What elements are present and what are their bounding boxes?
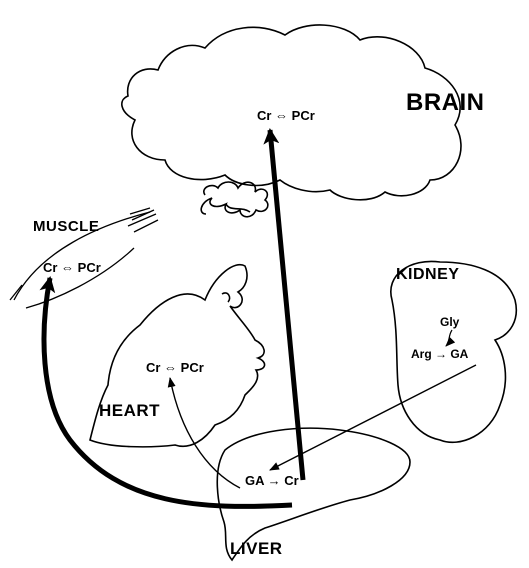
- muscle-label: MUSCLE: [33, 219, 99, 234]
- kidney-to-liver-arrow: [270, 365, 476, 470]
- brain-reaction: Cr ⇔ PCr: [257, 109, 315, 122]
- brain-label: BRAIN: [406, 91, 485, 115]
- kidney-label: KIDNEY: [396, 267, 459, 283]
- liver-to-heart-arrow: [170, 378, 240, 488]
- muscle-reaction: Cr ⇔ PCr: [43, 261, 101, 274]
- liver-reaction: GA → Cr: [245, 474, 299, 487]
- heart-reaction: Cr ⇔ PCr: [146, 361, 204, 374]
- heart-label: HEART: [99, 402, 160, 419]
- liver-label: LIVER: [230, 540, 283, 557]
- kidney-reaction: Arg → GA: [411, 348, 468, 360]
- gly-to-arg-arrow: [446, 330, 452, 346]
- kidney-glycine-label: Gly: [440, 316, 459, 328]
- liver-to-brain-arrow: [270, 130, 303, 480]
